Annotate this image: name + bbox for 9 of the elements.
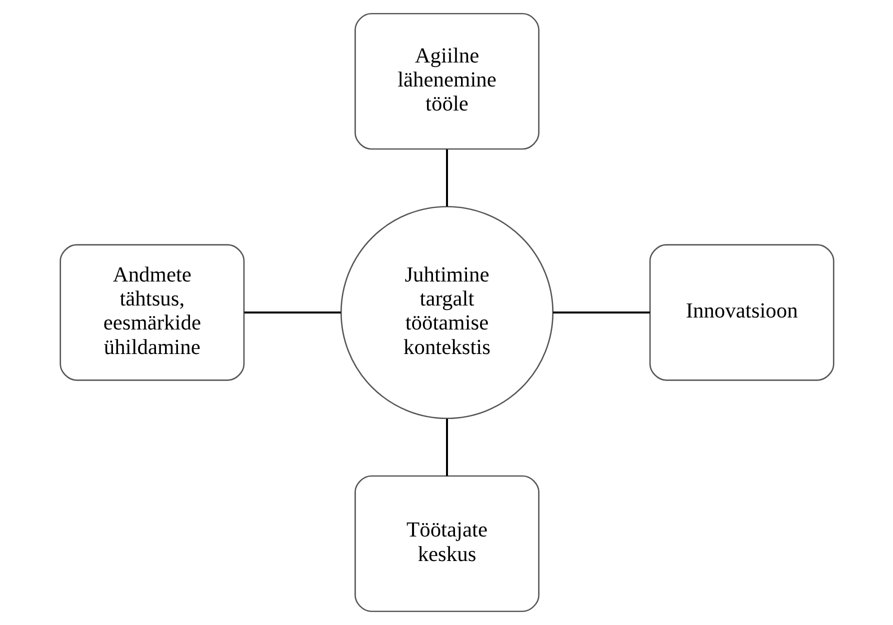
connector (446, 418, 448, 476)
node-box: Agiilne lähenemine tööle (354, 12, 539, 150)
connector (244, 312, 340, 314)
connector (446, 149, 448, 207)
node-box: Töötajate keskus (354, 475, 539, 612)
node-box: Andmete tähtsus, eesmärkide ühildamine (59, 244, 244, 381)
connector (552, 312, 650, 314)
node-circle: Juhtimine targalt töötamise kontekstis (340, 206, 554, 420)
node-box: Innovatsioon (648, 244, 834, 381)
